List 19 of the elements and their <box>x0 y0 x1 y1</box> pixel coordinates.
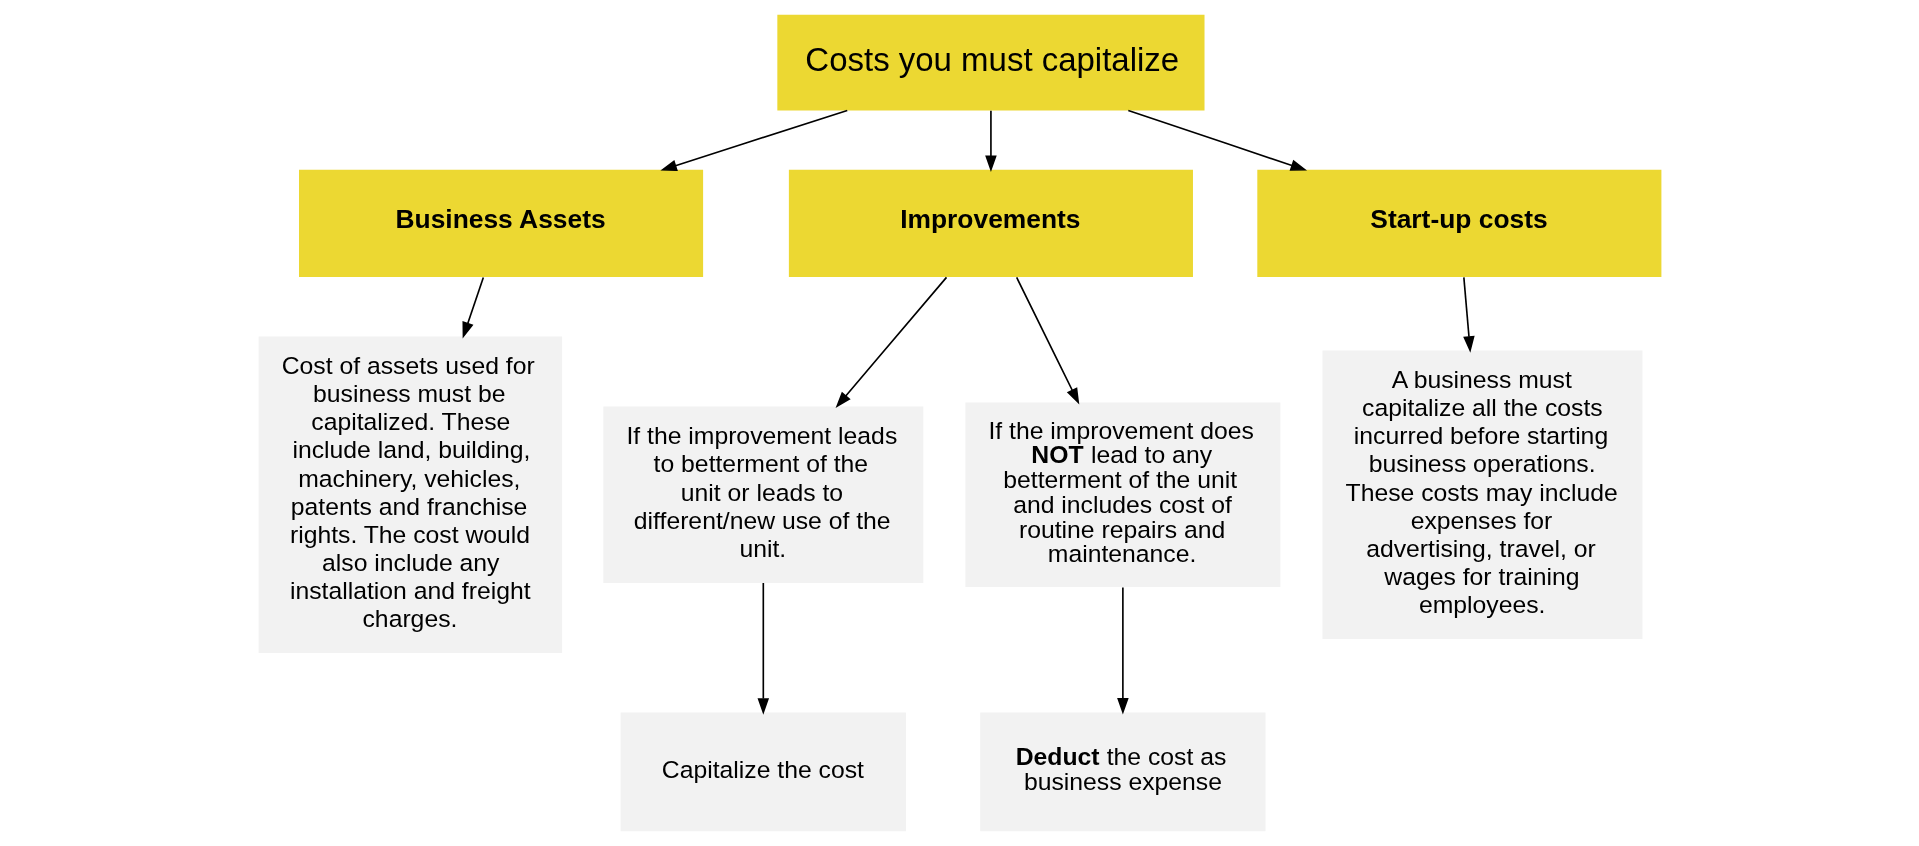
node-box: A business must capitalize all the costs incurred before starting business operations. These costs may include expenses for advertising, travel, or wages for training employees. <box>1321 350 1642 640</box>
arrow <box>461 276 484 339</box>
node-box: Costs you must capitalize <box>776 14 1204 111</box>
node-box: If the improvement leads to betterment of the unit or leads to different/new use of the unit. <box>602 406 923 583</box>
node-box: If the improvement does NOT lead to any betterment of the unit and includes cost of routine repairs and maintenance. <box>964 402 1280 588</box>
node-box: Start-up costs <box>1256 169 1661 278</box>
arrow <box>1015 276 1079 405</box>
arrow <box>659 109 848 171</box>
arrow <box>1462 276 1475 353</box>
node-box: Capitalize the cost <box>620 712 906 832</box>
arrow <box>984 109 997 173</box>
arrow <box>1116 586 1129 715</box>
node-box: Deduct the cost as business expense <box>979 712 1266 832</box>
node-box: Cost of assets used for business must be capitalized. These include land, building, machinery, vehicles, patents and franchise rights. The cost would also include any installation and freight charges. <box>258 336 562 654</box>
node-box: Improvements <box>788 169 1193 278</box>
arrow <box>757 582 769 715</box>
node-box: Business Assets <box>298 169 703 278</box>
arrow <box>835 276 947 408</box>
arrow <box>1126 109 1307 171</box>
